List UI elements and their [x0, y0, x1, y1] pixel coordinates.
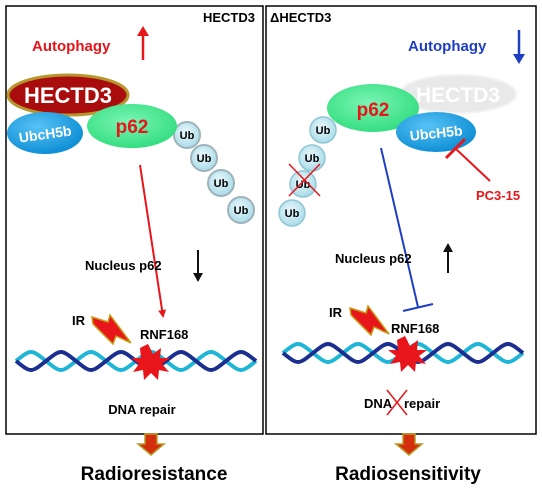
lightning-bolt-icon: [91, 313, 132, 346]
right-outcome-label: Radiosensitivity: [335, 464, 481, 485]
right-autophagy-label: Autophagy: [408, 38, 487, 55]
arrow-down-icon: [193, 250, 203, 282]
lightning-bolt-icon: [349, 304, 390, 337]
left-ub-chain: Ub Ub Ub Ub: [173, 121, 255, 224]
left-panel-frame: [5, 5, 264, 435]
ub-label: Ub: [316, 125, 331, 137]
right-repair-label-dna: DNA: [364, 396, 393, 411]
right-ub-chain: Ub Ub Ub Ub: [278, 116, 337, 227]
right-panel-title: ΔHECTD3: [270, 10, 331, 25]
left-ir-label: IR: [72, 313, 86, 328]
left-outcome-arrow: [135, 433, 167, 456]
right-ubch5b-label: UbcH5b: [409, 122, 463, 143]
ub-label: Ub: [285, 208, 300, 220]
right-repair-label-repair: repair: [404, 396, 440, 411]
left-panel-title: HECTD3: [203, 10, 255, 25]
right-rnf168-label: RNF168: [391, 321, 439, 336]
left-outcome-label: Radioresistance: [81, 464, 228, 485]
ub-label: Ub: [197, 153, 212, 165]
left-nucleus-label: Nucleus p62: [85, 258, 162, 273]
left-ubch5b-protein: [7, 112, 83, 154]
arrow-up-icon: [137, 26, 149, 60]
right-ir-label: IR: [329, 305, 343, 320]
ub-circle: [289, 170, 317, 198]
ub-circle: [190, 144, 218, 172]
left-rnf168-label: RNF168: [140, 327, 188, 342]
left-ubch5b-label: UbcH5b: [18, 122, 73, 145]
left-p62-protein: [87, 104, 177, 148]
right-pc315-inhibition: [444, 137, 491, 182]
right-inhibitor-label: PC3-15: [476, 188, 520, 203]
left-p62-to-rnf168-arrow: [139, 164, 167, 318]
ub-label: Ub: [305, 153, 320, 165]
right-p62-inhibition-line: [380, 147, 434, 312]
ub-circle: [173, 121, 201, 149]
left-p62-label: p62: [116, 117, 149, 138]
right-panel-frame: [265, 5, 537, 435]
left-hectd3-protein: [6, 73, 130, 117]
right-outcome-arrow: [393, 433, 425, 456]
right-p62-protein: [327, 84, 419, 132]
left-autophagy-label: Autophagy: [32, 38, 111, 55]
right-ubch5b-protein: [396, 112, 476, 152]
right-p62-label: p62: [357, 100, 390, 121]
ub-circle: [309, 116, 337, 144]
ub-circle: [207, 169, 235, 197]
ub-circle: [227, 196, 255, 224]
left-hectd3-label: HECTD3: [24, 83, 112, 108]
left-repair-label: DNA repair: [108, 402, 175, 417]
arrow-down-icon: [513, 30, 525, 64]
ub-label: Ub: [180, 130, 195, 142]
ub-label: Ub: [234, 205, 249, 217]
cross-mark-icon: [386, 389, 408, 416]
right-nucleus-label: Nucleus p62: [335, 251, 412, 266]
ub-label: Ub: [214, 178, 229, 190]
cross-mark-icon: [288, 163, 321, 197]
arrow-up-icon: [443, 243, 453, 273]
starburst-icon: [388, 336, 427, 372]
right-hectd3-label: HECTD3: [416, 84, 500, 107]
ub-circle: [278, 199, 306, 227]
starburst-icon: [131, 344, 170, 380]
